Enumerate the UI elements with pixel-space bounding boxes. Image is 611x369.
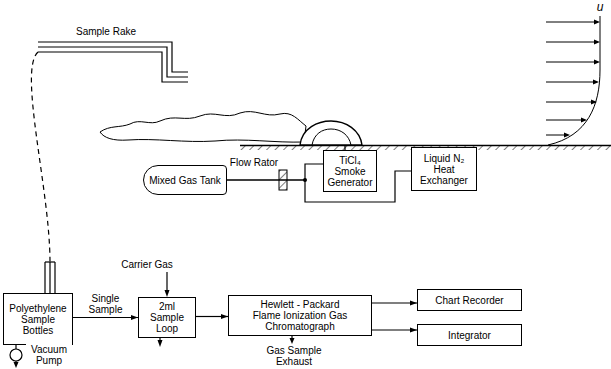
model-inner xyxy=(312,129,351,145)
connector xyxy=(372,327,417,332)
pump-line xyxy=(15,345,16,349)
arrowhead xyxy=(410,327,417,332)
part-label: Sample Rake xyxy=(70,26,142,37)
carrier-gas-line xyxy=(166,272,167,291)
connector xyxy=(73,315,138,320)
integrator-box: Integrator xyxy=(417,324,522,346)
model xyxy=(300,121,362,145)
smoke-generator-box: TiCl₄ Smoke Generator xyxy=(323,150,377,192)
box-text: Hewlett - Packard Flame Ionization Gas C… xyxy=(252,299,348,332)
connector-line xyxy=(227,171,411,202)
recorder-box: Chart Recorder xyxy=(417,289,522,311)
box-text: Mixed Gas Tank xyxy=(149,175,221,186)
connector xyxy=(196,314,228,319)
box-text: TiCl₄ Smoke Generator xyxy=(327,155,373,188)
gas-tank: Mixed Gas Tank xyxy=(143,165,227,195)
chromatograph-box: Hewlett - Packard Flame Ionization Gas C… xyxy=(228,295,372,336)
arrowhead xyxy=(221,314,228,319)
heat-exchanger-box: Liquid N₂ Heat Exchanger xyxy=(411,147,477,191)
sample-loop-box: 2ml Sample Loop xyxy=(138,297,196,338)
ground-line xyxy=(240,145,611,146)
part-label: Vacuum Pump xyxy=(26,344,72,366)
box-text: Integrator xyxy=(448,330,491,341)
box-text: Polyethylene Sample Bottles xyxy=(7,303,69,336)
arrowhead xyxy=(131,315,138,320)
profile-arrowheads xyxy=(564,20,600,138)
arrowhead xyxy=(410,300,417,305)
velocity-symbol: u xyxy=(592,1,608,14)
sample-rake xyxy=(38,42,188,82)
sample-tube xyxy=(31,52,50,262)
box-text: 2ml Sample Loop xyxy=(142,301,192,334)
arrowhead xyxy=(290,338,295,344)
box-text: Liquid N₂ Heat Exchanger xyxy=(415,153,473,186)
connector xyxy=(372,300,417,305)
connector-label: Single Sample xyxy=(79,293,133,315)
bottles-box: Polyethylene Sample Bottles xyxy=(3,293,73,345)
arrowhead xyxy=(158,340,163,347)
arrowhead xyxy=(165,290,170,297)
box-text: Chart Recorder xyxy=(435,295,503,306)
part-label: Flow Rator xyxy=(228,157,280,168)
connector-line xyxy=(73,317,138,318)
arrowhead xyxy=(14,362,19,368)
sample-tubes xyxy=(45,262,55,293)
connector xyxy=(227,171,411,202)
part-label: Carrier Gas xyxy=(116,259,178,270)
velocity-profile xyxy=(546,16,600,145)
part-label: Gas Sample Exhaust xyxy=(262,345,326,367)
vacuum-pump-symbol xyxy=(10,349,22,361)
smoke-plume xyxy=(100,112,306,143)
